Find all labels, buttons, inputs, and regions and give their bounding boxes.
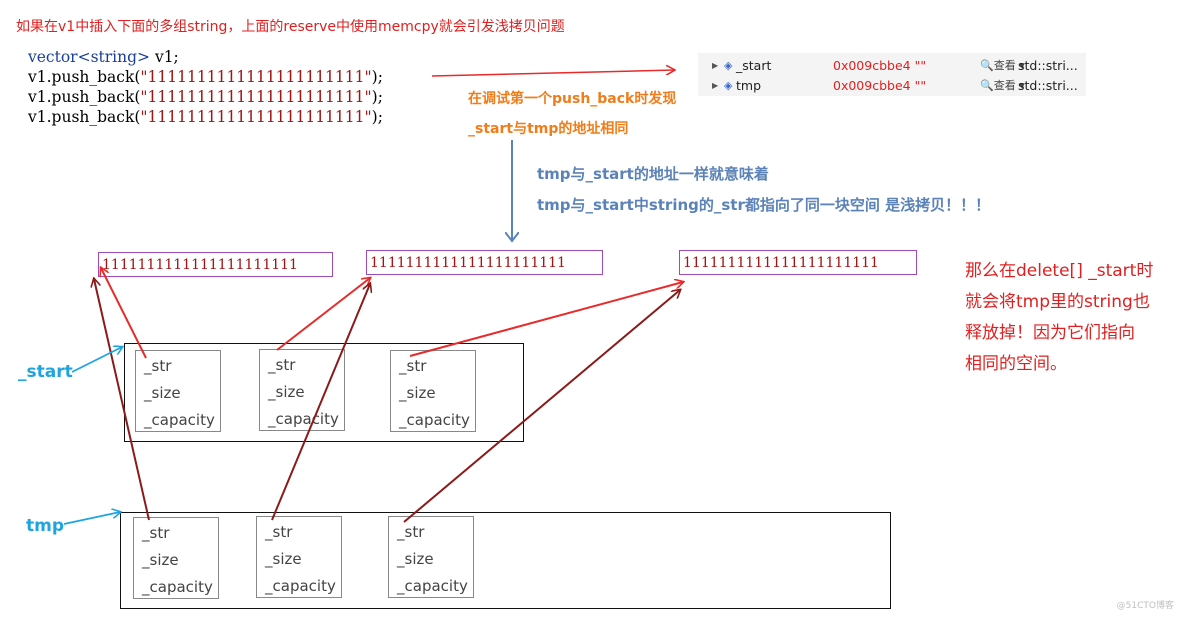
field-str: _str <box>268 356 296 374</box>
code-push-call: v1.push_back( <box>28 88 141 106</box>
field-size: _size <box>268 383 305 401</box>
code-push-arg: "1111111111111111111111" <box>140 88 372 106</box>
tmp-label-arrow <box>63 512 120 525</box>
tmp-pointer-arrow-2 <box>271 284 370 521</box>
header-note: 如果在v1中插入下面的多组string，上面的reserve中使用memcpy就… <box>16 19 565 35</box>
view-action[interactable]: 🔍查看 ▾ <box>980 59 1025 72</box>
tmp-string-cell: _str _size _capacity <box>256 516 342 598</box>
start-string-cell: _str _size _capacity <box>390 350 476 432</box>
tmp-pointer-arrow-1 <box>94 279 150 521</box>
field-capacity: _capacity <box>397 577 468 595</box>
tmp-array-box <box>120 512 891 609</box>
blue-note-line1: tmp与_start的地址一样就意味着 <box>537 165 769 183</box>
debug-arrow <box>431 70 674 77</box>
watch-type: std::stri... <box>1018 78 1078 93</box>
red-explanation-note: 那么在delete[] _start时 就会将tmp里的string也 释放掉！… <box>965 256 1153 380</box>
string-buffer-3: 1111111111111111111111 <box>679 250 917 275</box>
view-label: 查看 <box>993 59 1016 72</box>
field-str: _str <box>397 523 425 541</box>
code-snippet: vector<string> v1; v1.push_back("1111111… <box>28 47 383 127</box>
string-buffer-1: 1111111111111111111111 <box>98 252 333 277</box>
field-size: _size <box>265 550 302 568</box>
code-push-end: ); <box>371 88 383 106</box>
field-size: _size <box>397 550 434 568</box>
code-push-arg: "1111111111111111111111" <box>140 108 372 126</box>
field-str: _str <box>399 357 427 375</box>
code-push-call: v1.push_back( <box>28 68 141 86</box>
field-size: _size <box>144 384 181 402</box>
tmp-label: tmp <box>26 516 65 536</box>
string-buffer-2: 1111111111111111111111 <box>366 250 603 275</box>
code-push-end: ); <box>371 108 383 126</box>
tmp-pointer-arrow-3 <box>403 290 680 523</box>
start-label-arrow <box>71 347 122 373</box>
variable-icon: ◈ <box>724 79 733 92</box>
watch-row-start[interactable]: ▶ ◈ _start 0x009cbbe4 "" 🔍查看 ▾ std::stri… <box>698 56 1086 76</box>
tmp-string-cell: _str _size _capacity <box>388 516 474 598</box>
red-note-line: 那么在delete[] _start时 <box>965 261 1154 281</box>
start-pointer-arrow-2 <box>276 278 370 351</box>
watch-name: _start <box>736 58 772 73</box>
start-pointer-arrow-1 <box>101 268 147 359</box>
orange-note-line2: _start与tmp的地址相同 <box>468 121 629 137</box>
expand-triangle-icon[interactable]: ▶ <box>712 61 719 70</box>
debugger-watch-panel: ▶ ◈ _start 0x009cbbe4 "" 🔍查看 ▾ std::stri… <box>698 53 1086 96</box>
red-note-line: 相同的空间。 <box>965 354 1067 374</box>
start-array-box <box>124 343 524 442</box>
code-push-call: v1.push_back( <box>28 108 141 126</box>
orange-note-line1: 在调试第一个push_back时发现 <box>468 91 677 107</box>
code-push-end: ); <box>371 68 383 86</box>
field-capacity: _capacity <box>265 577 336 595</box>
expand-triangle-icon[interactable]: ▶ <box>712 81 719 90</box>
field-capacity: _capacity <box>144 411 215 429</box>
start-string-cell: _str _size _capacity <box>135 350 221 432</box>
start-pointer-arrow-3 <box>409 282 683 357</box>
field-str: _str <box>142 524 170 542</box>
red-note-line: 释放掉！因为它们指向 <box>965 323 1135 343</box>
red-note-line: 就会将tmp里的string也 <box>965 292 1150 312</box>
view-label: 查看 <box>993 79 1016 92</box>
field-capacity: _capacity <box>399 411 470 429</box>
field-size: _size <box>142 551 179 569</box>
watch-value: 0x009cbbe4 "" <box>833 58 927 73</box>
code-push-arg: "1111111111111111111111" <box>140 68 372 86</box>
field-capacity: _capacity <box>142 578 213 596</box>
watch-row-tmp[interactable]: ▶ ◈ tmp 0x009cbbe4 "" 🔍查看 ▾ std::stri... <box>698 76 1086 96</box>
watch-name: tmp <box>736 78 762 93</box>
start-string-cell: _str _size _capacity <box>259 349 345 431</box>
field-size: _size <box>399 384 436 402</box>
start-label: _start <box>18 362 73 382</box>
variable-icon: ◈ <box>724 59 733 72</box>
tmp-string-cell: _str _size _capacity <box>133 517 219 599</box>
blue-note-line2: tmp与_start中string的_str都指向了同一块空间 是浅拷贝！！！ <box>537 196 991 214</box>
code-type: vector<string> <box>28 48 151 66</box>
field-capacity: _capacity <box>268 410 339 428</box>
watermark: @51CTO博客 <box>1116 601 1174 611</box>
view-action[interactable]: 🔍查看 ▾ <box>980 79 1025 92</box>
code-decl: v1; <box>150 48 179 66</box>
watch-value: 0x009cbbe4 "" <box>833 78 927 93</box>
field-str: _str <box>144 357 172 375</box>
field-str: _str <box>265 523 293 541</box>
watch-type: std::stri... <box>1018 58 1078 73</box>
